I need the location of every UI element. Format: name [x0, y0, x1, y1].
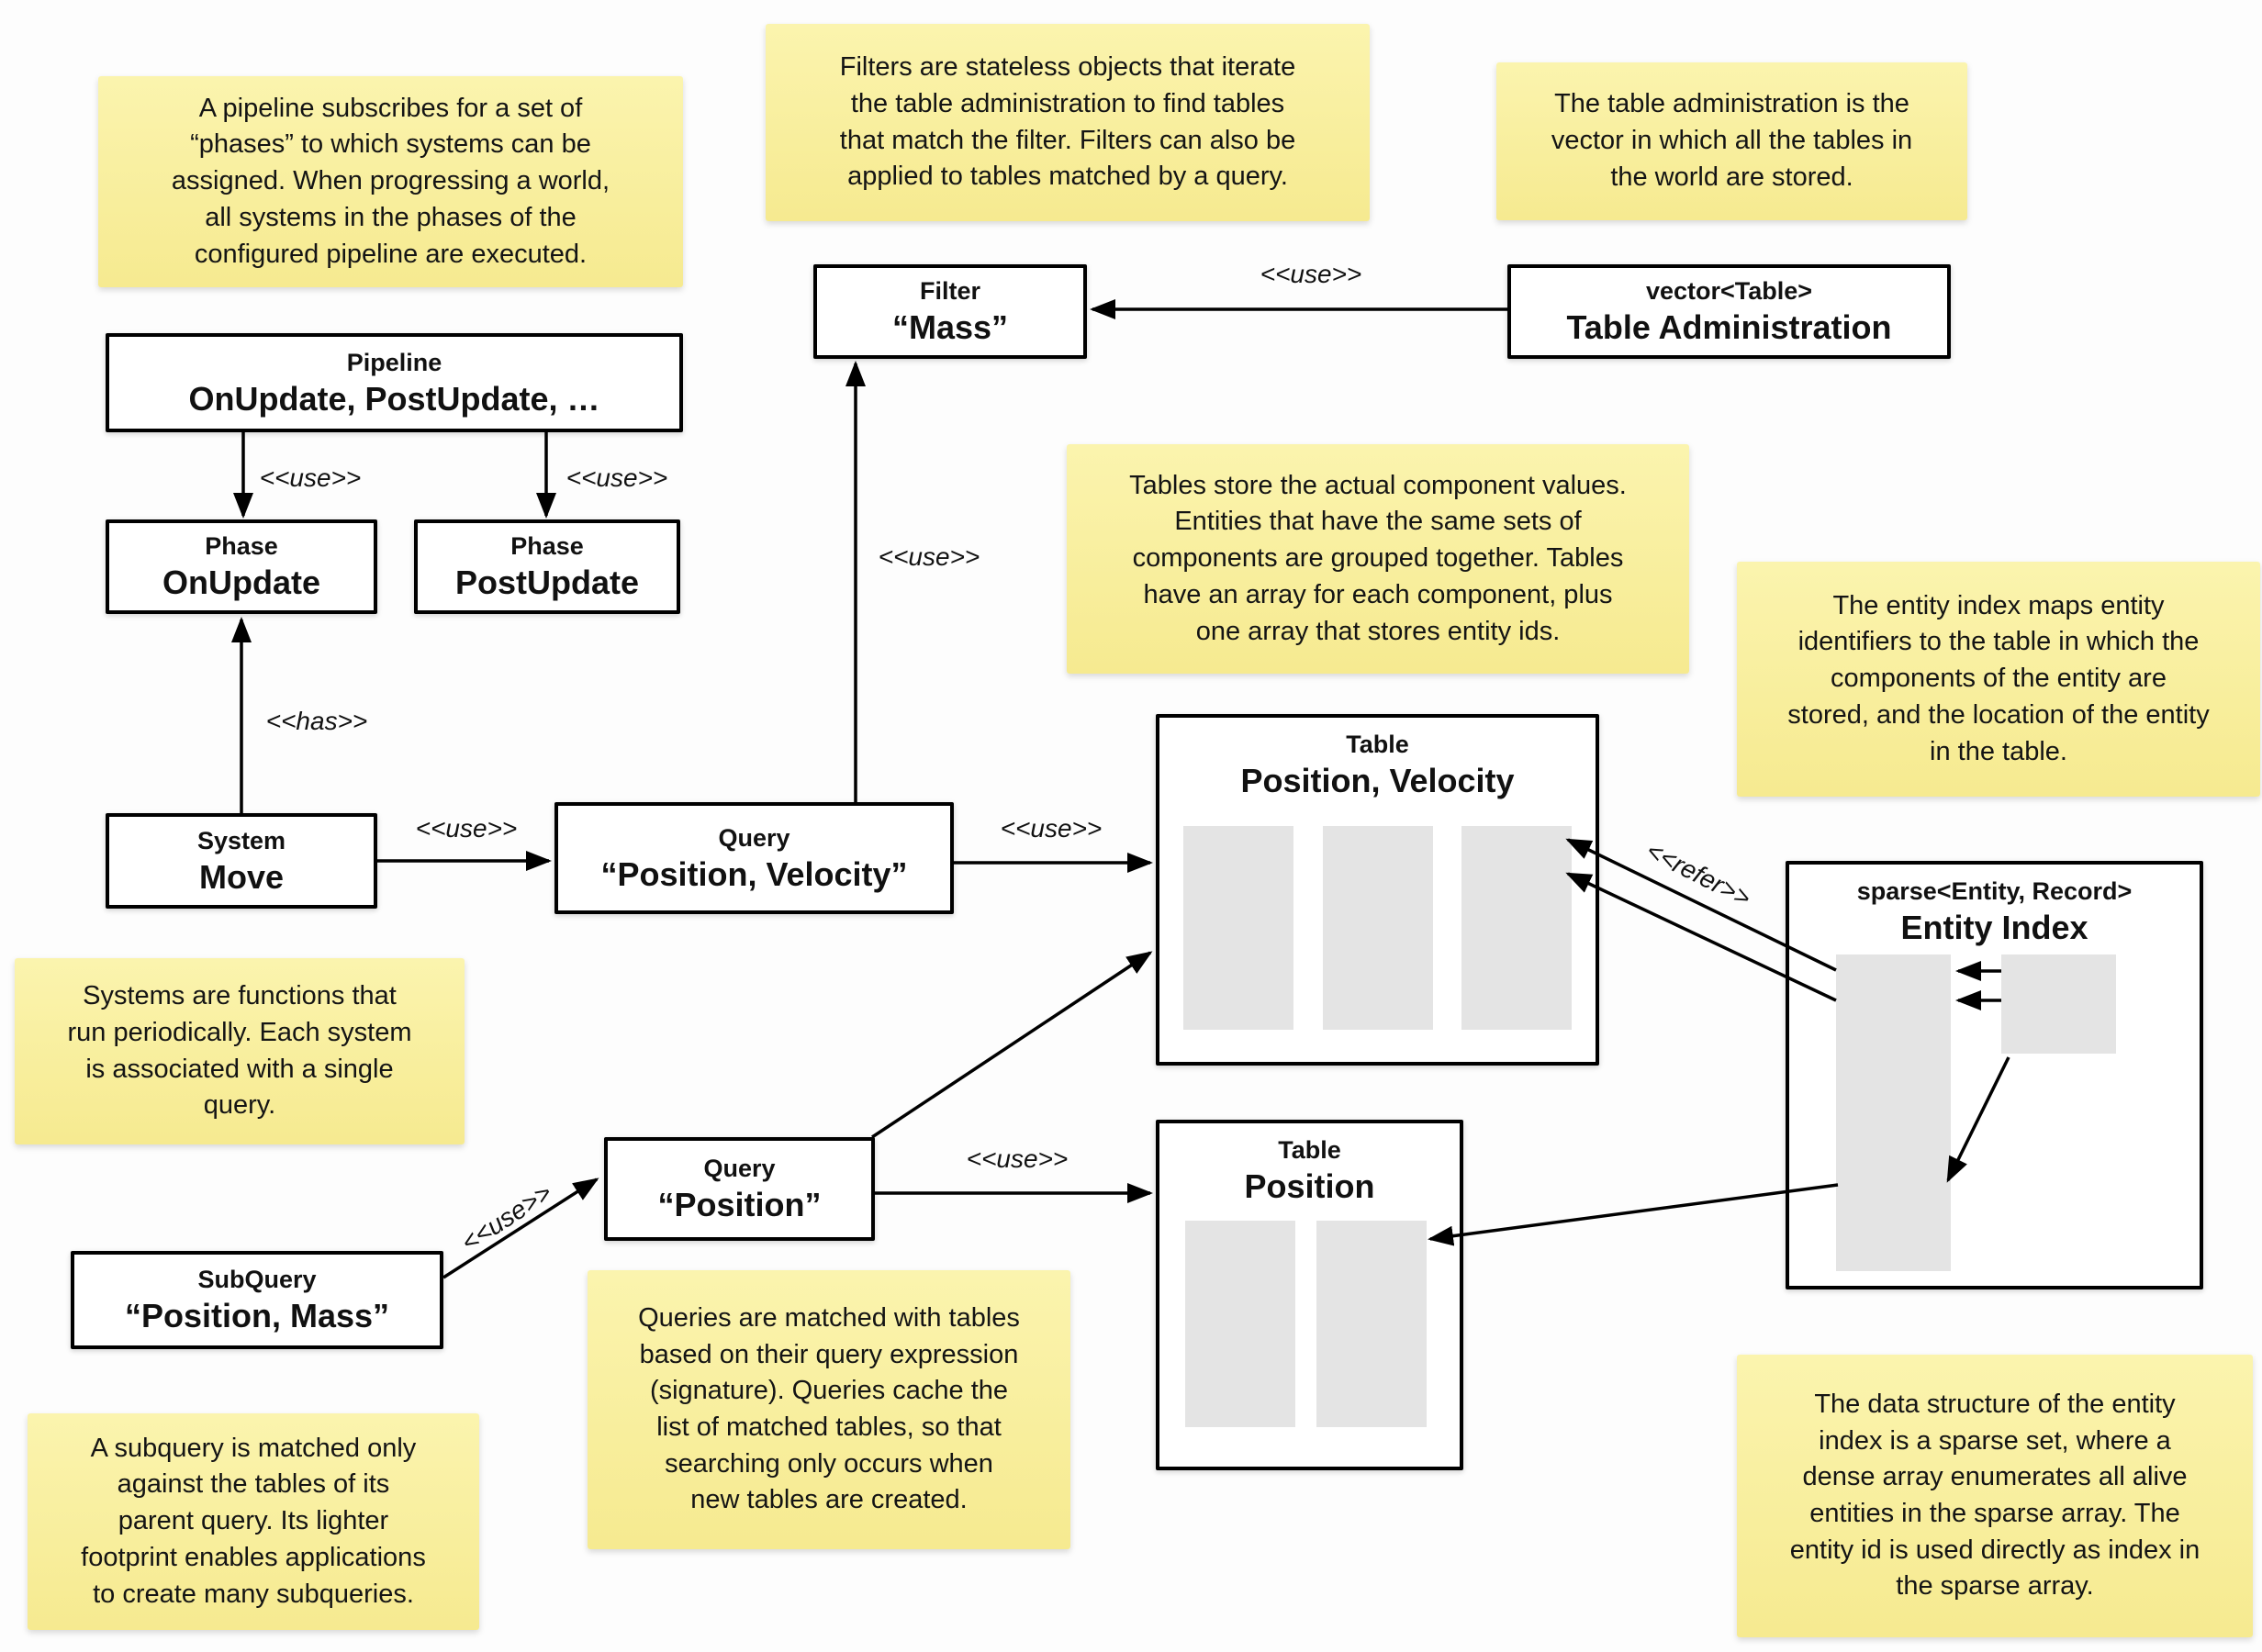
edge-label-use-system-query: <<use>> — [415, 814, 518, 843]
class-box-query-position-velocity: Query “Position, Velocity” — [554, 802, 954, 914]
query-p-name: “Position” — [657, 1186, 822, 1224]
edge-label-has-system-phase: <<has>> — [265, 707, 368, 735]
table-pv-stereotype: Table — [1346, 731, 1409, 758]
table-administration-stereotype: vector<Table> — [1645, 277, 1813, 306]
table-p-name: Position — [1244, 1167, 1375, 1206]
note-sparse-set: The data structure of the entity index i… — [1737, 1355, 2253, 1637]
note-subquery: A subquery is matched only against the t… — [28, 1413, 479, 1630]
entity-index-stereotype: sparse<Entity, Record> — [1856, 877, 2133, 905]
edge-label-use-pipeline-onupdate: <<use>> — [259, 463, 362, 492]
edge-label-refer-entityindex-tablepv: <<refer>> — [1641, 835, 1756, 913]
edge-label-use-querypv-filter: <<use>> — [878, 542, 980, 571]
table-p-stereotype: Table — [1278, 1136, 1341, 1164]
edge-label-use-subquery-queryp: <<use>> — [455, 1178, 557, 1257]
phase-postupdate-stereotype: Phase — [510, 532, 584, 561]
class-box-phase-postupdate: Phase PostUpdate — [414, 519, 680, 614]
note-pipeline: A pipeline subscribes for a set of “phas… — [98, 76, 683, 287]
note-entity-index: The entity index maps entity identifiers… — [1737, 562, 2260, 797]
entity-index-dense-array — [2001, 954, 2116, 1054]
class-box-phase-onupdate: Phase OnUpdate — [106, 519, 377, 614]
class-box-subquery: SubQuery “Position, Mass” — [71, 1251, 443, 1349]
note-tables: Tables store the actual component values… — [1067, 444, 1689, 674]
phase-postupdate-name: PostUpdate — [454, 564, 640, 602]
class-box-pipeline: Pipeline OnUpdate, PostUpdate, … — [106, 333, 683, 432]
pipeline-stereotype: Pipeline — [346, 348, 442, 376]
phase-onupdate-name: OnUpdate — [162, 564, 320, 602]
phase-onupdate-stereotype: Phase — [205, 532, 278, 561]
edge-queryp-tablepv — [871, 951, 1153, 1139]
entity-index-sparse-array — [1836, 954, 1951, 1271]
class-box-filter-mass: Filter “Mass” — [813, 264, 1087, 359]
note-systems: Systems are functions that run periodica… — [15, 958, 465, 1144]
edge-label-use-pipeline-postupdate: <<use>> — [566, 463, 668, 492]
edge-label-use-tableadmin-filter: <<use>> — [1260, 260, 1362, 288]
edge-label-use-queryp-tablep: <<use>> — [966, 1144, 1069, 1173]
subquery-stereotype: SubQuery — [197, 1266, 317, 1294]
note-filters: Filters are stateless objects that itera… — [766, 24, 1370, 221]
table-p-column-2 — [1316, 1221, 1427, 1427]
note-queries: Queries are matched with tables based on… — [588, 1270, 1070, 1549]
table-pv-column-1 — [1183, 826, 1293, 1030]
pipeline-name: OnUpdate, PostUpdate, … — [188, 379, 600, 418]
query-pv-name: “Position, Velocity” — [600, 854, 908, 893]
class-box-table-administration: vector<Table> Table Administration — [1507, 264, 1951, 359]
table-administration-name: Table Administration — [1566, 308, 1892, 347]
table-pv-column-2 — [1323, 826, 1433, 1030]
edge-entityindex-tablep — [1428, 1183, 1839, 1246]
query-p-stereotype: Query — [703, 1155, 776, 1183]
system-move-name: Move — [198, 857, 285, 896]
filter-name: “Mass” — [891, 308, 1009, 347]
system-move-stereotype: System — [196, 826, 286, 854]
entity-index-name: Entity Index — [1900, 909, 2088, 947]
table-pv-name: Position, Velocity — [1240, 762, 1515, 800]
subquery-name: “Position, Mass” — [124, 1297, 390, 1335]
table-pv-column-3 — [1461, 826, 1572, 1030]
filter-stereotype: Filter — [919, 277, 980, 306]
class-box-system-move: System Move — [106, 813, 377, 909]
table-p-column-1 — [1185, 1221, 1295, 1427]
query-pv-stereotype: Query — [718, 823, 790, 852]
class-box-query-position: Query “Position” — [604, 1137, 875, 1241]
note-table-administration: The table administration is the vector i… — [1496, 62, 1967, 220]
edge-label-use-querypv-tablepv: <<use>> — [1000, 814, 1103, 843]
